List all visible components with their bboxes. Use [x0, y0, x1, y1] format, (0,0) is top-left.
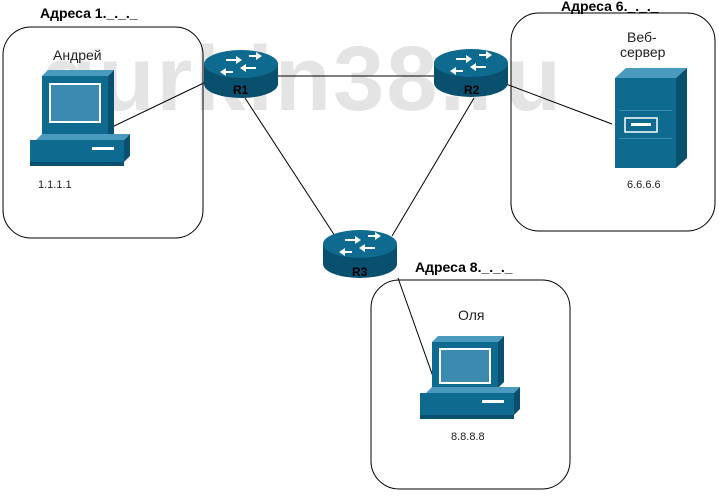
host-olya[interactable]: Оля 8.8.8.8	[420, 307, 520, 443]
group-header-right: Адреса 6._._._	[561, 0, 659, 14]
ip-address: 6.6.6.6	[627, 179, 661, 191]
router-label: R2	[464, 83, 480, 97]
link-r2-r3	[391, 97, 475, 237]
router-r2[interactable]: R2	[434, 49, 508, 97]
ip-address: 1.1.1.1	[38, 179, 72, 191]
host-web-server[interactable]: Веб- сервер 6.6.6.6	[615, 29, 687, 191]
host-label: Андрей	[53, 47, 102, 63]
server-icon	[615, 68, 687, 168]
group-box-left	[2, 26, 204, 239]
group-box-right	[510, 12, 716, 232]
pc-icon	[420, 336, 520, 419]
router-icon	[323, 230, 397, 278]
host-andrey[interactable]: Андрей 1.1.1.1	[30, 47, 130, 191]
group-box-bottom	[370, 279, 571, 490]
link-r3-pc	[397, 277, 437, 386]
host-label: Оля	[458, 307, 484, 323]
pc-icon	[30, 70, 130, 166]
router-label: R3	[352, 265, 368, 279]
router-label: R1	[233, 83, 249, 97]
router-r3[interactable]: R3	[323, 230, 397, 279]
link-r1-r3	[244, 97, 336, 237]
router-r1[interactable]: R1	[204, 50, 278, 98]
ip-address: 8.8.8.8	[451, 431, 485, 443]
link-r2-server	[505, 83, 613, 125]
link-pc-r1	[109, 79, 211, 129]
host-label-line2: сервер	[620, 44, 666, 60]
group-header-left: Адреса 1._._._	[40, 5, 138, 21]
group-header-bottom: Адреса 8._._._	[415, 259, 513, 275]
router-icon	[434, 49, 508, 97]
links	[109, 75, 613, 386]
host-label-line1: Веб-	[627, 29, 657, 45]
router-icon	[204, 50, 278, 98]
